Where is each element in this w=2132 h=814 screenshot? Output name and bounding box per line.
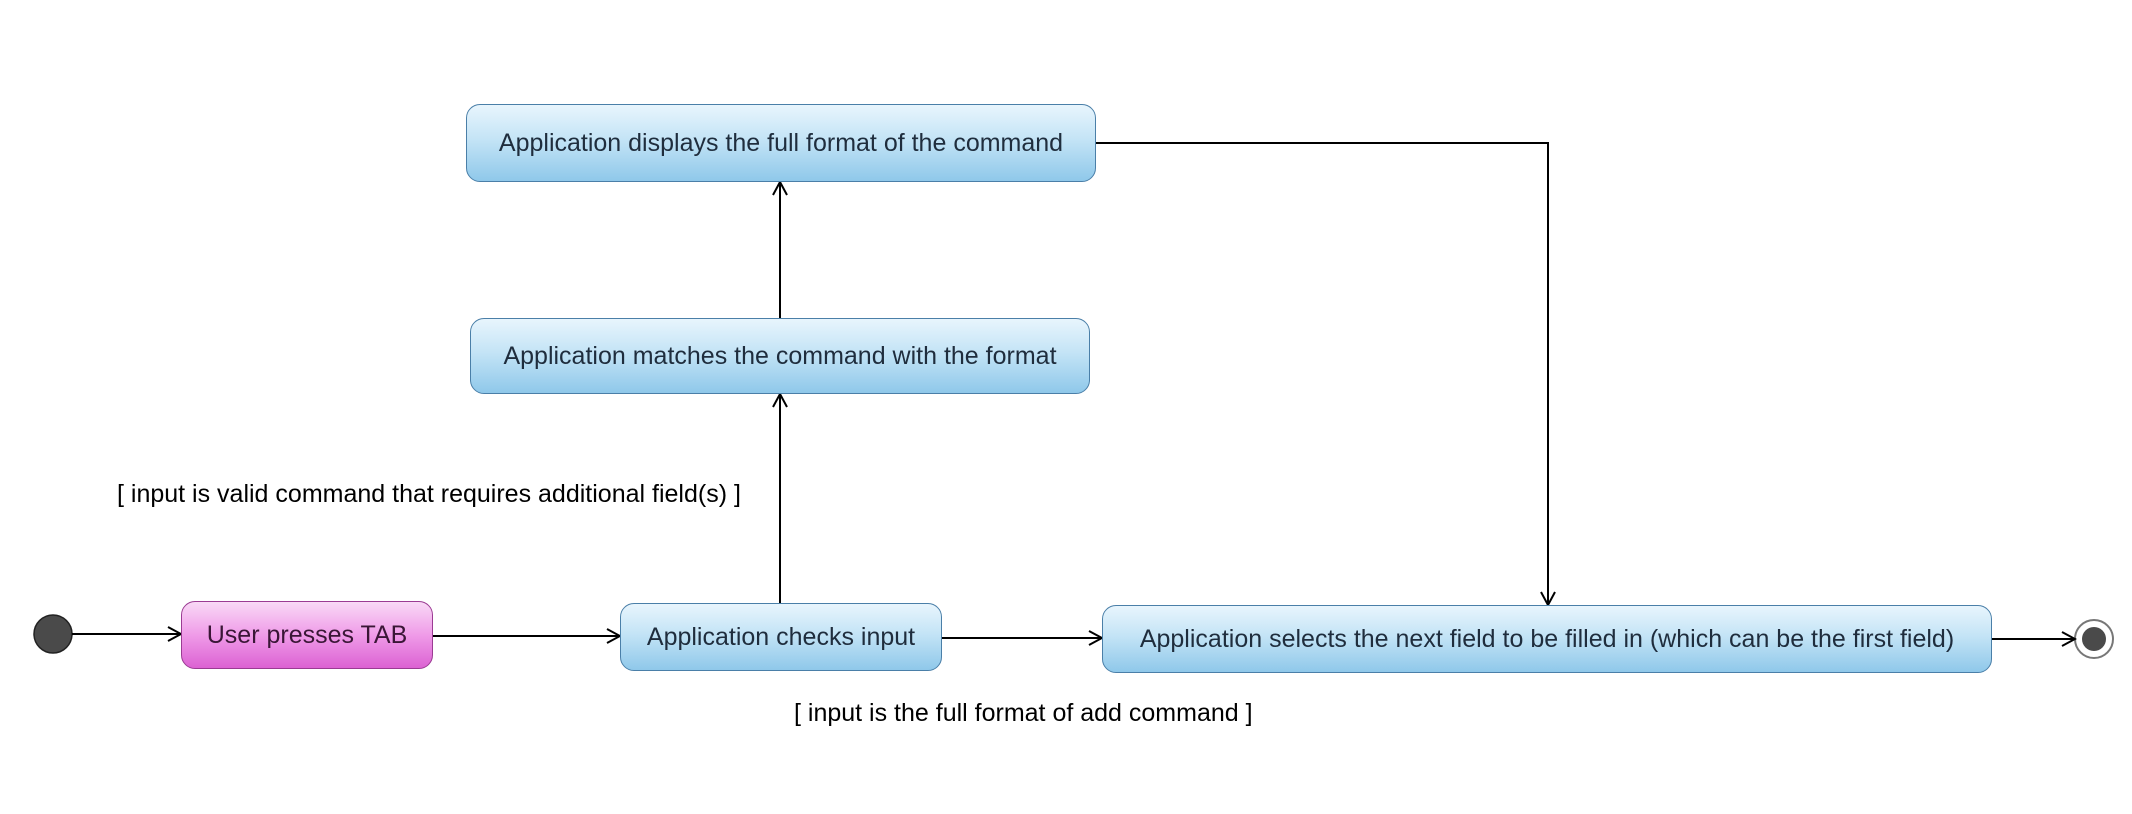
action-match-format: Application matches the command with the…: [470, 318, 1090, 394]
action-label: Application matches the command with the…: [503, 341, 1057, 370]
final-node: [2074, 619, 2114, 659]
action-check-input: Application checks input: [620, 603, 942, 671]
action-user-presses-tab: User presses TAB: [181, 601, 433, 669]
action-label: User presses TAB: [206, 620, 408, 649]
edge-display-format-to-select-field: [1096, 142, 1548, 605]
action-display-full-format: Application displays the full format of …: [466, 104, 1096, 182]
action-label: Application selects the next field to be…: [1139, 624, 1955, 653]
guard-valid-command-requires-fields: [ input is valid command that requires a…: [117, 480, 741, 508]
initial-node: [33, 614, 73, 654]
action-select-next-field: Application selects the next field to be…: [1102, 605, 1992, 673]
action-label: Application displays the full format of …: [498, 128, 1064, 157]
guard-full-format-add-command: [ input is the full format of add comman…: [794, 699, 1253, 727]
action-label: Application checks input: [646, 622, 916, 651]
